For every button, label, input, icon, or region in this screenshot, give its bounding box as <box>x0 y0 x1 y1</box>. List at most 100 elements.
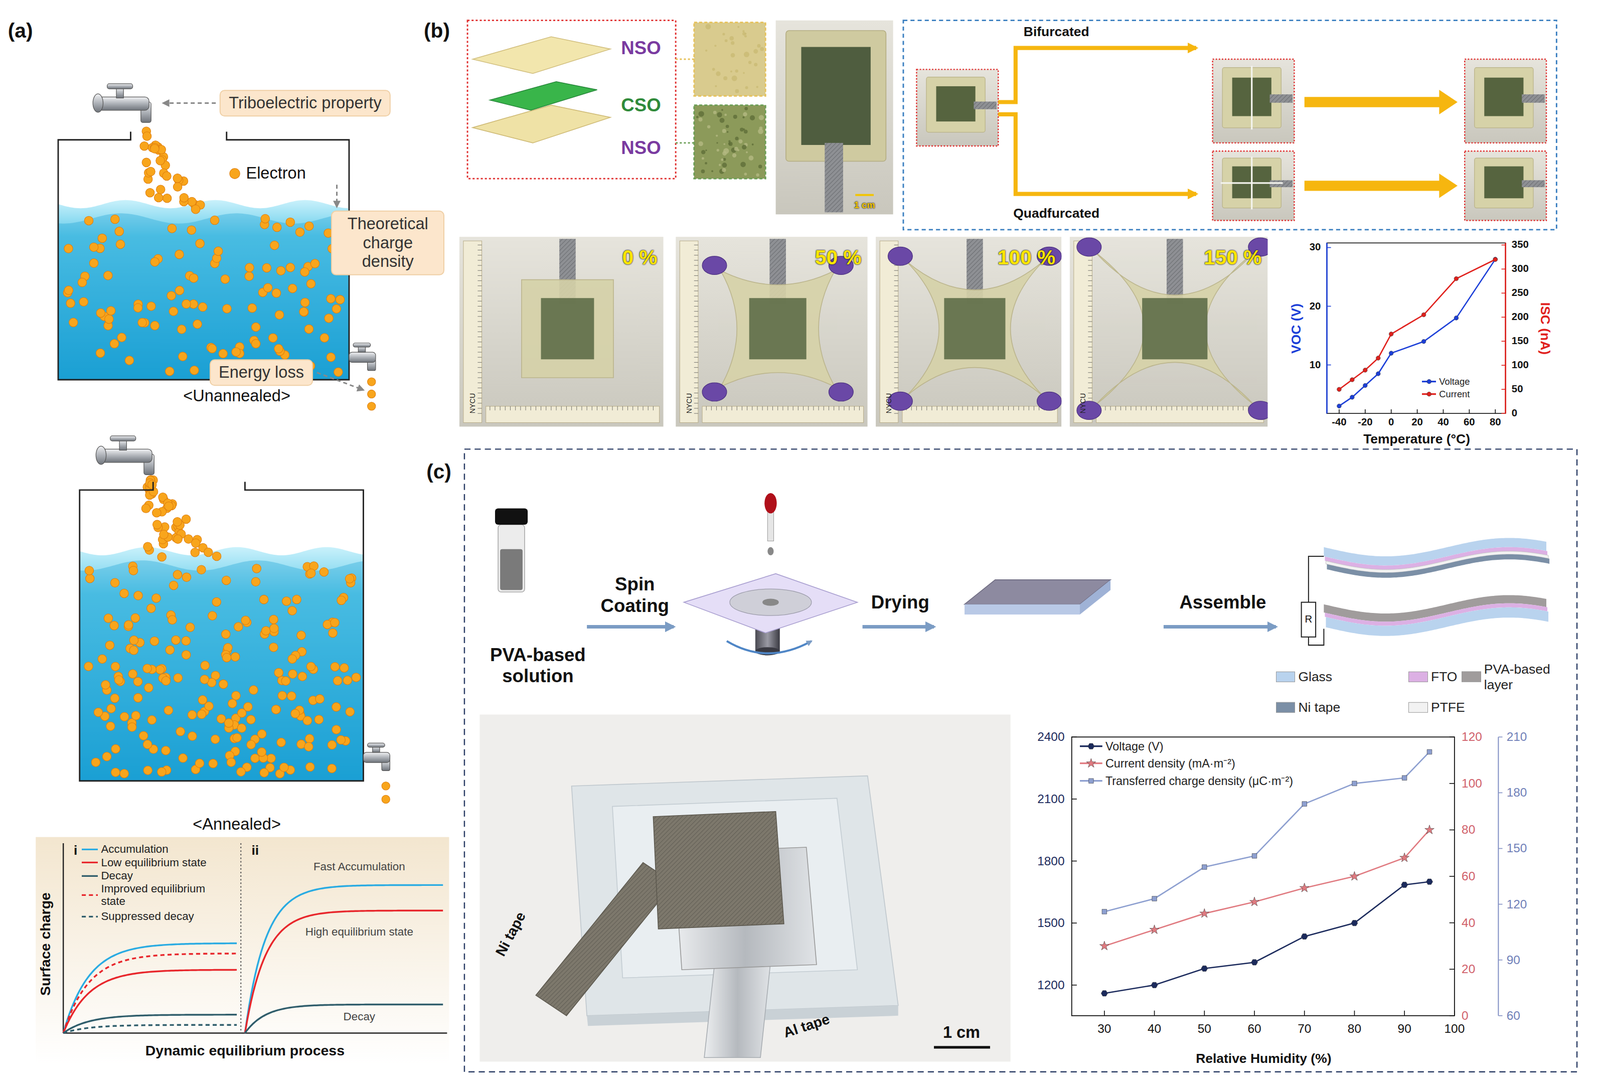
ruler-tick <box>726 406 727 411</box>
electron-dot <box>269 614 279 624</box>
electron-dot <box>345 574 355 584</box>
ruler-tick <box>1227 406 1229 411</box>
stretched-film <box>720 270 836 387</box>
electron-dot <box>268 333 278 343</box>
ruler-tick <box>916 406 917 411</box>
wire <box>1308 556 1325 603</box>
electron-dot <box>219 679 229 689</box>
electron-dot <box>306 568 316 578</box>
ruler-tick <box>1028 406 1030 411</box>
electron-dot <box>285 217 295 227</box>
photo-speck <box>721 162 727 168</box>
film-center <box>1142 297 1208 360</box>
electron-dot <box>162 171 172 181</box>
plot-frame <box>1071 736 1455 1016</box>
electron-dot <box>190 548 200 558</box>
charge-line <box>1104 751 1430 912</box>
electron-dot <box>251 577 261 587</box>
glass-edge <box>964 604 1080 615</box>
electron-dot <box>245 263 255 273</box>
ruler-tick <box>894 315 899 317</box>
ruler-tick <box>1087 357 1092 358</box>
electron-dot <box>155 665 165 675</box>
falling-drop <box>767 547 774 556</box>
voltage-line-marker <box>1426 878 1433 885</box>
ruler-tick <box>1237 406 1239 411</box>
label-box: Theoretical charge density <box>331 210 445 275</box>
voltage-line-marker <box>1351 920 1358 926</box>
voltage-line-marker <box>1350 395 1355 400</box>
electron-dot <box>149 636 159 646</box>
electron-label: Electron <box>245 164 306 183</box>
photo-speck <box>720 158 724 162</box>
ruler-tick <box>648 406 649 411</box>
electron-dot <box>178 352 188 362</box>
tick-label: 80 <box>1347 1021 1362 1036</box>
faucet-knob <box>95 445 106 465</box>
film-center <box>943 297 1006 360</box>
stretched-film <box>1095 252 1255 406</box>
electron-dot <box>333 676 343 686</box>
voltage-line-marker <box>1401 881 1408 888</box>
strain-label: 100 % <box>997 245 1056 269</box>
tick-label: 350 <box>1511 239 1529 251</box>
ruler-tick <box>1033 406 1035 411</box>
electron-dot <box>146 167 156 177</box>
current-line-marker <box>1454 276 1459 281</box>
film-center <box>749 297 807 360</box>
current-line-marker <box>1421 312 1426 317</box>
ruler-tick <box>477 372 482 373</box>
photo-speck <box>734 136 739 141</box>
current-line-marker <box>1375 356 1381 361</box>
device-layer <box>1327 554 1550 578</box>
electron-dot <box>111 744 121 754</box>
ruler-tick <box>962 406 964 411</box>
ruler-tick <box>894 372 899 373</box>
photo-ground <box>875 236 1062 427</box>
ruler-tick <box>1217 406 1218 411</box>
tick-mark <box>1364 409 1366 414</box>
ruler-tick <box>1115 406 1116 411</box>
ruler-tick <box>1087 305 1092 307</box>
photo-speck <box>723 147 729 154</box>
photo-speck <box>753 49 758 54</box>
axis-title: Surface charge <box>36 892 54 996</box>
electron-dot <box>200 675 210 685</box>
ruler-tick <box>833 406 835 411</box>
electron-dot <box>229 168 240 179</box>
current-line-marker <box>1388 332 1394 337</box>
tick-mark <box>1494 409 1496 414</box>
right-axis <box>1497 736 1499 1016</box>
electron-dot <box>106 721 116 731</box>
panel-letter: (c) <box>426 459 452 484</box>
faucet-body <box>97 96 149 110</box>
electron-dot <box>141 504 151 514</box>
legend-entry: Voltage <box>1421 376 1471 388</box>
current-line-marker <box>1249 896 1260 906</box>
surface-charge-chart <box>35 837 449 1064</box>
voltage-line-marker <box>1301 933 1308 939</box>
photo-speck <box>737 26 740 29</box>
electron-dot <box>150 144 160 154</box>
ruler-tick <box>494 406 496 411</box>
electrode-tab <box>973 101 997 109</box>
electron-dot <box>84 662 94 672</box>
current-line-marker <box>1349 871 1360 881</box>
ruler-tick <box>1151 406 1152 411</box>
ruler-tick <box>694 285 699 286</box>
legend-entry: Improved equilibrium state <box>81 882 229 908</box>
electron-dot <box>326 294 336 304</box>
ruler-tick <box>894 413 899 414</box>
electron-dot <box>119 588 129 598</box>
ruler-tick <box>1087 270 1092 271</box>
current-line <box>1339 259 1496 390</box>
strain-label: 0 % <box>621 245 658 269</box>
tick-mark <box>1403 1010 1405 1016</box>
photo-speck <box>698 110 705 117</box>
ruler-tick <box>894 362 899 363</box>
electron-dot <box>128 566 138 576</box>
photo-speck <box>713 110 717 115</box>
electron-dot <box>304 324 314 334</box>
legend-swatch <box>1408 702 1428 713</box>
electron-dot <box>165 645 175 655</box>
